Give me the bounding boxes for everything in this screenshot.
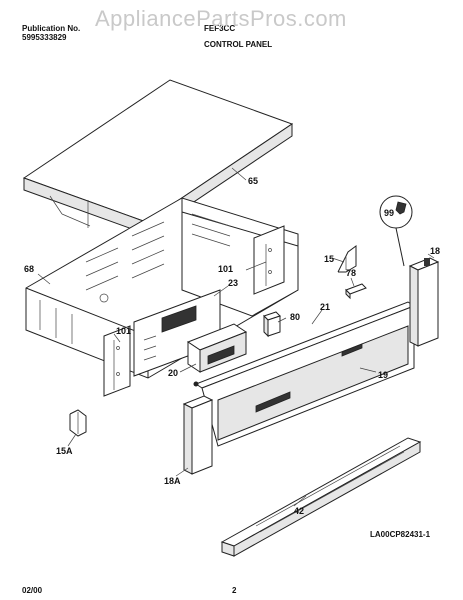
part-101-bracket-right	[253, 225, 285, 295]
callout-15: 15	[324, 254, 334, 264]
part-15a-bracket	[69, 409, 87, 437]
part-18a-end-cap-left	[182, 395, 214, 475]
part-20-clock-control	[186, 323, 248, 373]
part-101-bracket-left	[103, 325, 131, 397]
section-title: CONTROL PANEL	[204, 40, 273, 49]
part-42-trim	[220, 437, 422, 557]
callout-80: 80	[290, 312, 300, 322]
part-78-clip	[345, 283, 367, 300]
footer-page: 2	[232, 586, 237, 595]
diagram-id: LA00CP82431-1	[370, 530, 431, 539]
callout-20: 20	[168, 368, 178, 378]
callout-65: 65	[248, 176, 258, 186]
part-65-top-cover	[22, 79, 294, 235]
callout-23: 23	[228, 278, 238, 288]
callout-78: 78	[346, 268, 356, 278]
part-21-control-panel-frame	[193, 301, 416, 447]
model-code: FEF3CC	[204, 24, 236, 33]
callout-42: 42	[294, 506, 304, 516]
callout-18a: 18A	[164, 476, 181, 486]
leader-lines	[37, 167, 435, 507]
publication-number: 5995333829	[22, 33, 67, 42]
part-15-bracket	[337, 245, 357, 273]
callout-15a: 15A	[56, 446, 73, 456]
watermark: AppliancePartsPros.com	[95, 6, 347, 31]
part-99-screw	[379, 195, 413, 267]
footer-date: 02/00	[22, 586, 43, 595]
callout-68: 68	[24, 264, 34, 274]
part-18-end-cap-right	[408, 257, 440, 347]
callout-99: 99	[384, 208, 394, 218]
publication-label: Publication No.	[22, 24, 81, 33]
callout-19: 19	[378, 370, 388, 380]
callout-21: 21	[320, 302, 330, 312]
callout-101-upper: 101	[218, 264, 233, 274]
callout-18: 18	[430, 246, 440, 256]
part-80-switch	[263, 311, 281, 338]
callout-101-lower: 101	[116, 326, 131, 336]
